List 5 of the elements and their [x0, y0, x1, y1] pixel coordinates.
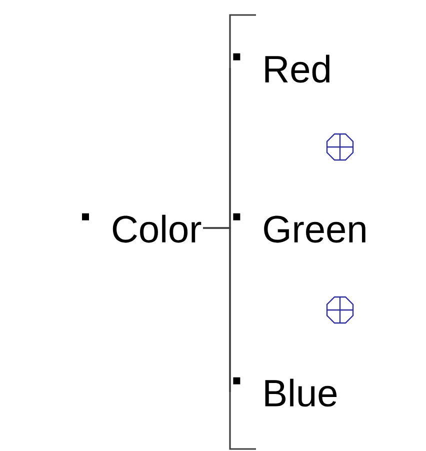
item-label: Green: [233, 213, 366, 243]
item-label: Blue: [233, 377, 337, 407]
item-label: Color: [82, 213, 202, 243]
bracket-connector: [203, 227, 231, 392]
item-label: Red: [233, 53, 330, 83]
